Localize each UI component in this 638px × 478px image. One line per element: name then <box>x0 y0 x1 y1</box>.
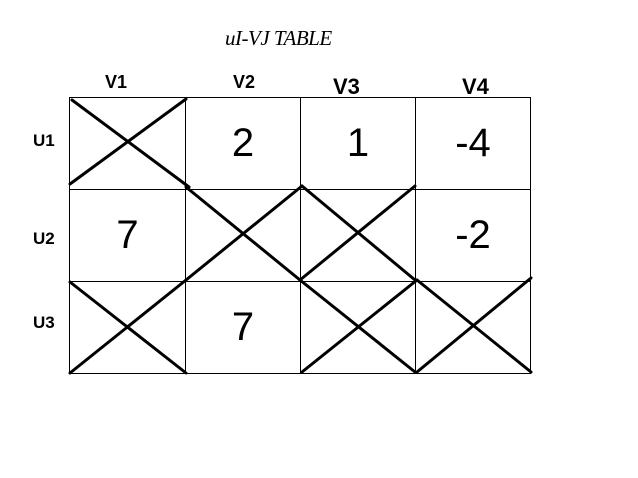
row-header-u2: U2 <box>33 229 55 248</box>
column-header-v3: V3 <box>333 74 360 99</box>
row-header-u1: U1 <box>33 131 55 150</box>
cell-u3-v1 <box>69 281 186 374</box>
ui-vj-table-grid: 2 1 -4 7 -2 7 <box>69 97 531 374</box>
cell-u2-v1: 7 <box>69 189 186 282</box>
column-header-v4: V4 <box>462 74 489 99</box>
cell-u3-v2: 7 <box>185 281 301 374</box>
cell-u1-v4: -4 <box>415 97 531 190</box>
row-header-u3: U3 <box>33 313 55 332</box>
column-header-v2: V2 <box>233 72 256 92</box>
cell-u2-v3 <box>300 189 416 282</box>
cell-u2-v2 <box>185 189 301 282</box>
cell-u3-v4 <box>415 281 531 374</box>
cell-u1-v1 <box>69 97 186 190</box>
cell-u3-v3 <box>300 281 416 374</box>
cell-u2-v4: -2 <box>415 189 531 282</box>
cell-u1-v3: 1 <box>300 97 416 190</box>
table-title: uI-VJ TABLE <box>225 26 332 50</box>
cell-u1-v2: 2 <box>185 97 301 190</box>
column-header-v1: V1 <box>105 72 128 92</box>
